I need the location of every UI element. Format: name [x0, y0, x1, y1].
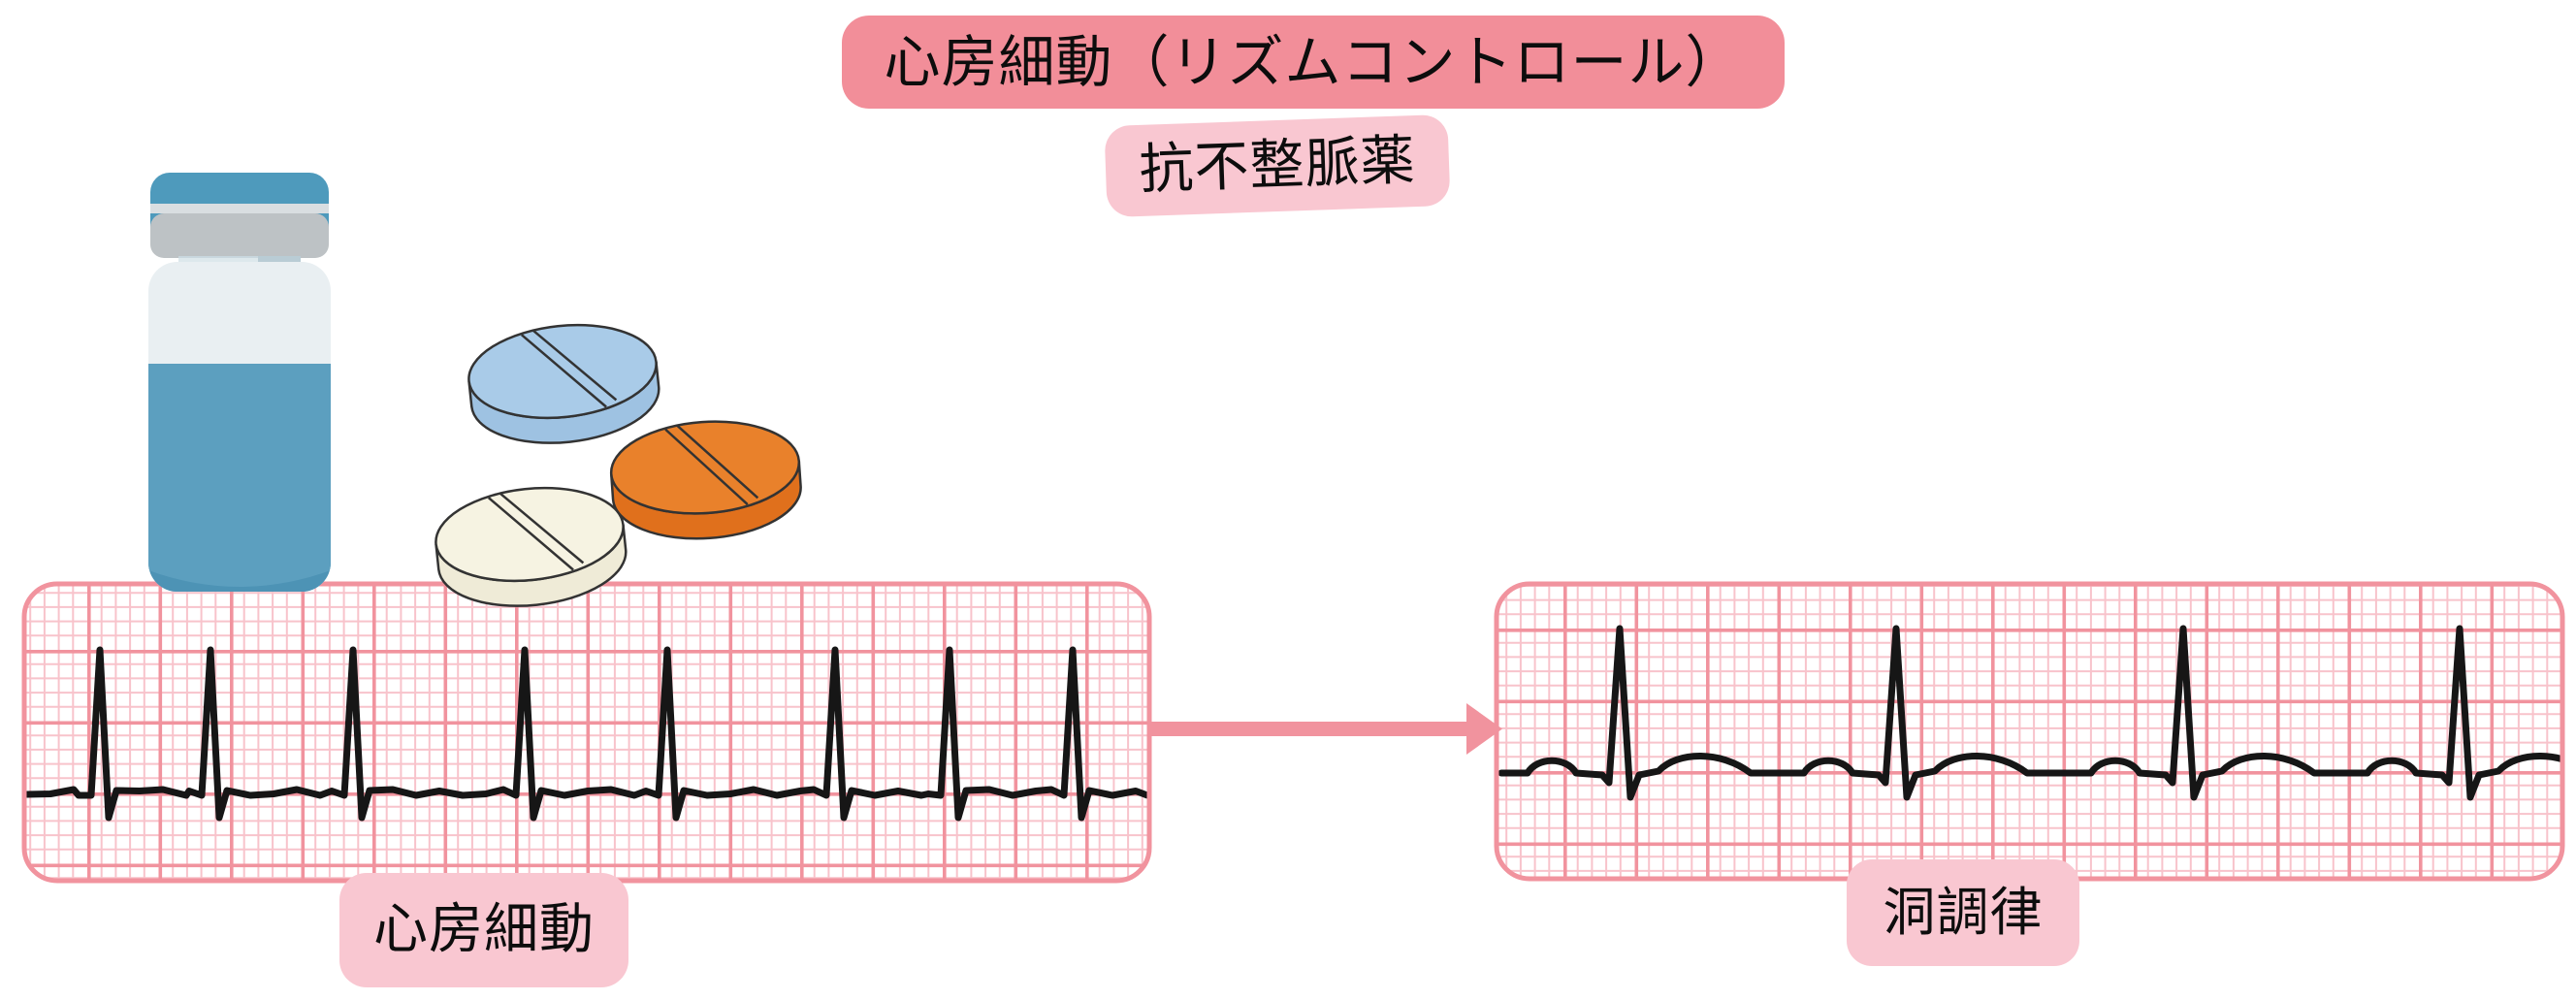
sinus-label-text: 洞調律 [1883, 882, 2044, 943]
pill-cream-icon [435, 486, 628, 607]
title-text: 心房細動（リズムコントロール） [884, 29, 1743, 95]
right-arrow-icon [1151, 703, 1502, 755]
af-label-text: 心房細動 [373, 898, 595, 961]
subtitle-badge: 抗不整脈薬 [1104, 113, 1451, 218]
pill-score-line [664, 424, 759, 505]
vial-icon [148, 173, 331, 592]
af-ecg-trace [24, 646, 1149, 822]
vial-liquid-shadow [148, 570, 331, 592]
sinus-ecg-trace [1497, 625, 2562, 801]
pill-blue-icon [467, 323, 660, 444]
left-ecg-strip [21, 581, 1152, 884]
af-strip-label: 心房細動 [339, 873, 628, 987]
vial-band [150, 213, 329, 258]
left-ecg-grid [24, 584, 1149, 881]
vial-cap-line [150, 204, 329, 213]
vial-liquid-top [148, 364, 331, 569]
pill-score-line [521, 329, 618, 408]
sinus-strip-label: 洞調律 [1847, 859, 2079, 966]
subtitle-text: 抗不整脈薬 [1138, 129, 1417, 202]
title-badge: 心房細動（リズムコントロール） [842, 16, 1785, 109]
right-ecg-grid [1497, 584, 2562, 879]
pill-orange-icon [609, 420, 802, 540]
pill-score-line [488, 492, 585, 571]
right-ecg-strip [1494, 581, 2565, 882]
